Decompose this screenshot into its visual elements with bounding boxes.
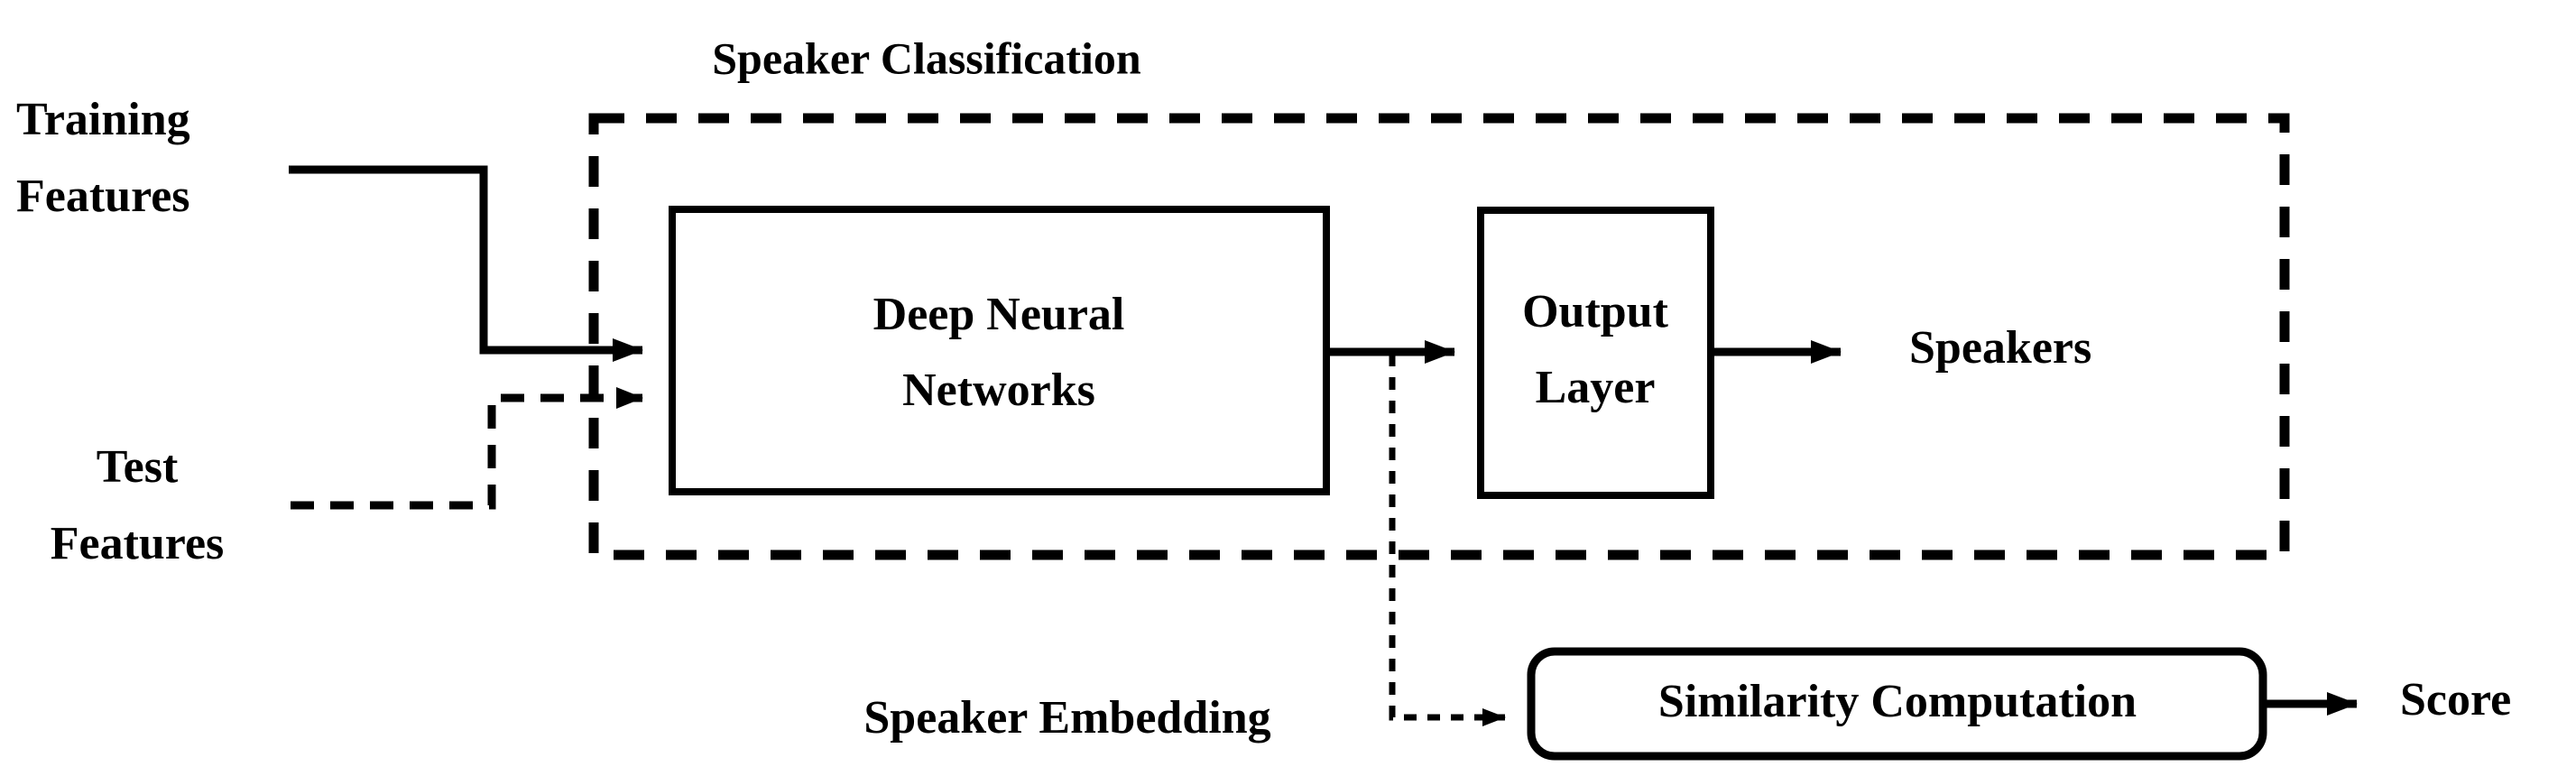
dnn-label-line2: Networks	[902, 365, 1095, 416]
training-features-connector	[289, 165, 643, 362]
diagram-title: Speaker Classification	[712, 32, 1141, 83]
speaker-classification-enclosure	[588, 113, 2290, 560]
deep-neural-networks-box	[669, 206, 1330, 495]
training-features-label-line1: Training	[16, 94, 190, 145]
output-layer-label-line1: Output	[1522, 286, 1669, 337]
test-features-label-line1: Test	[97, 441, 179, 493]
speaker-embedding-connector	[1389, 354, 1506, 726]
speakers-label: Speakers	[1909, 322, 2091, 374]
dnn-label-line1: Deep Neural	[873, 289, 1125, 340]
score-label: Score	[2400, 674, 2511, 725]
output-layer-label-line2: Layer	[1536, 362, 1656, 413]
test-features-connector	[291, 387, 643, 510]
training-features-label-line2: Features	[16, 171, 190, 222]
test-features-label-line2: Features	[51, 518, 225, 569]
similarity-computation-label: Similarity Computation	[1658, 676, 2137, 727]
speaker-embedding-label: Speaker Embedding	[863, 692, 1270, 744]
output-layer-box	[1477, 207, 1714, 499]
